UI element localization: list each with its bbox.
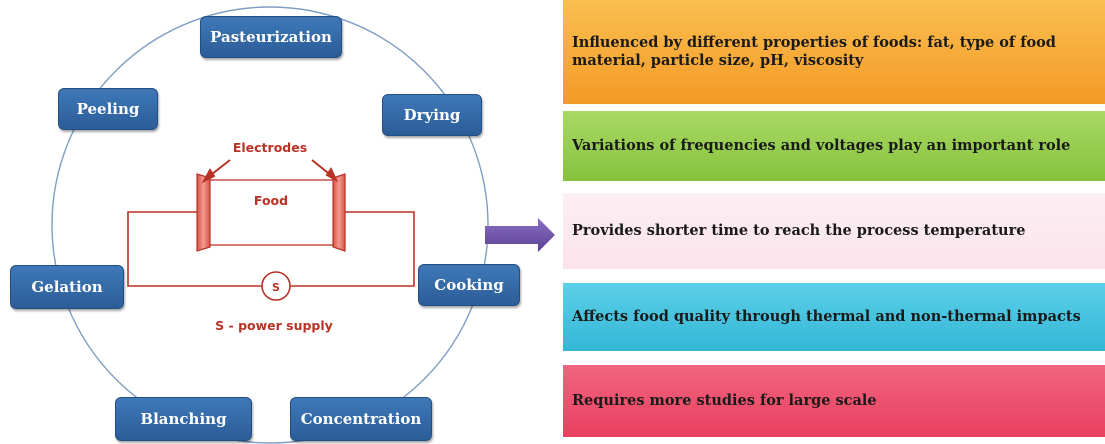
application-box-concentration: Concentration [290,397,432,441]
application-box-blanching: Blanching [115,397,252,441]
electrodes-label: Electrodes [233,140,307,155]
power-supply-label: S - power supply [215,318,333,333]
electrode-pointers [201,159,339,184]
feature-box-frequencies: Variations of frequencies and voltages p… [563,111,1105,181]
feature-text-shorter-time: Provides shorter time to reach the proce… [572,221,1026,239]
feature-text-food-quality: Affects food quality through thermal and… [572,307,1081,325]
feature-box-shorter-time: Provides shorter time to reach the proce… [563,193,1105,269]
feature-text-food-properties: Influenced by different properties of fo… [572,33,1056,69]
application-box-cooking: Cooking [418,264,520,306]
power-supply-letter: S [272,281,280,294]
feature-text-frequencies: Variations of frequencies and voltages p… [572,136,1071,154]
connector-arrow [485,218,555,252]
circuit-wires [127,179,415,287]
electrode-left [196,173,211,252]
process-circle [51,6,489,444]
feature-box-large-scale: Requires more studies for large scale [563,365,1105,437]
feature-text-large-scale: Requires more studies for large scale [572,391,877,409]
application-box-peeling: Peeling [58,88,158,130]
electrode-right [332,173,346,252]
power-supply-symbol [261,271,291,301]
feature-box-food-quality: Affects food quality through thermal and… [563,283,1105,351]
feature-box-food-properties: Influenced by different properties of fo… [563,0,1105,104]
food-label: Food [254,193,288,208]
application-box-drying: Drying [382,94,482,136]
application-box-gelation: Gelation [10,265,124,309]
application-box-pasteurization: Pasteurization [200,16,342,58]
